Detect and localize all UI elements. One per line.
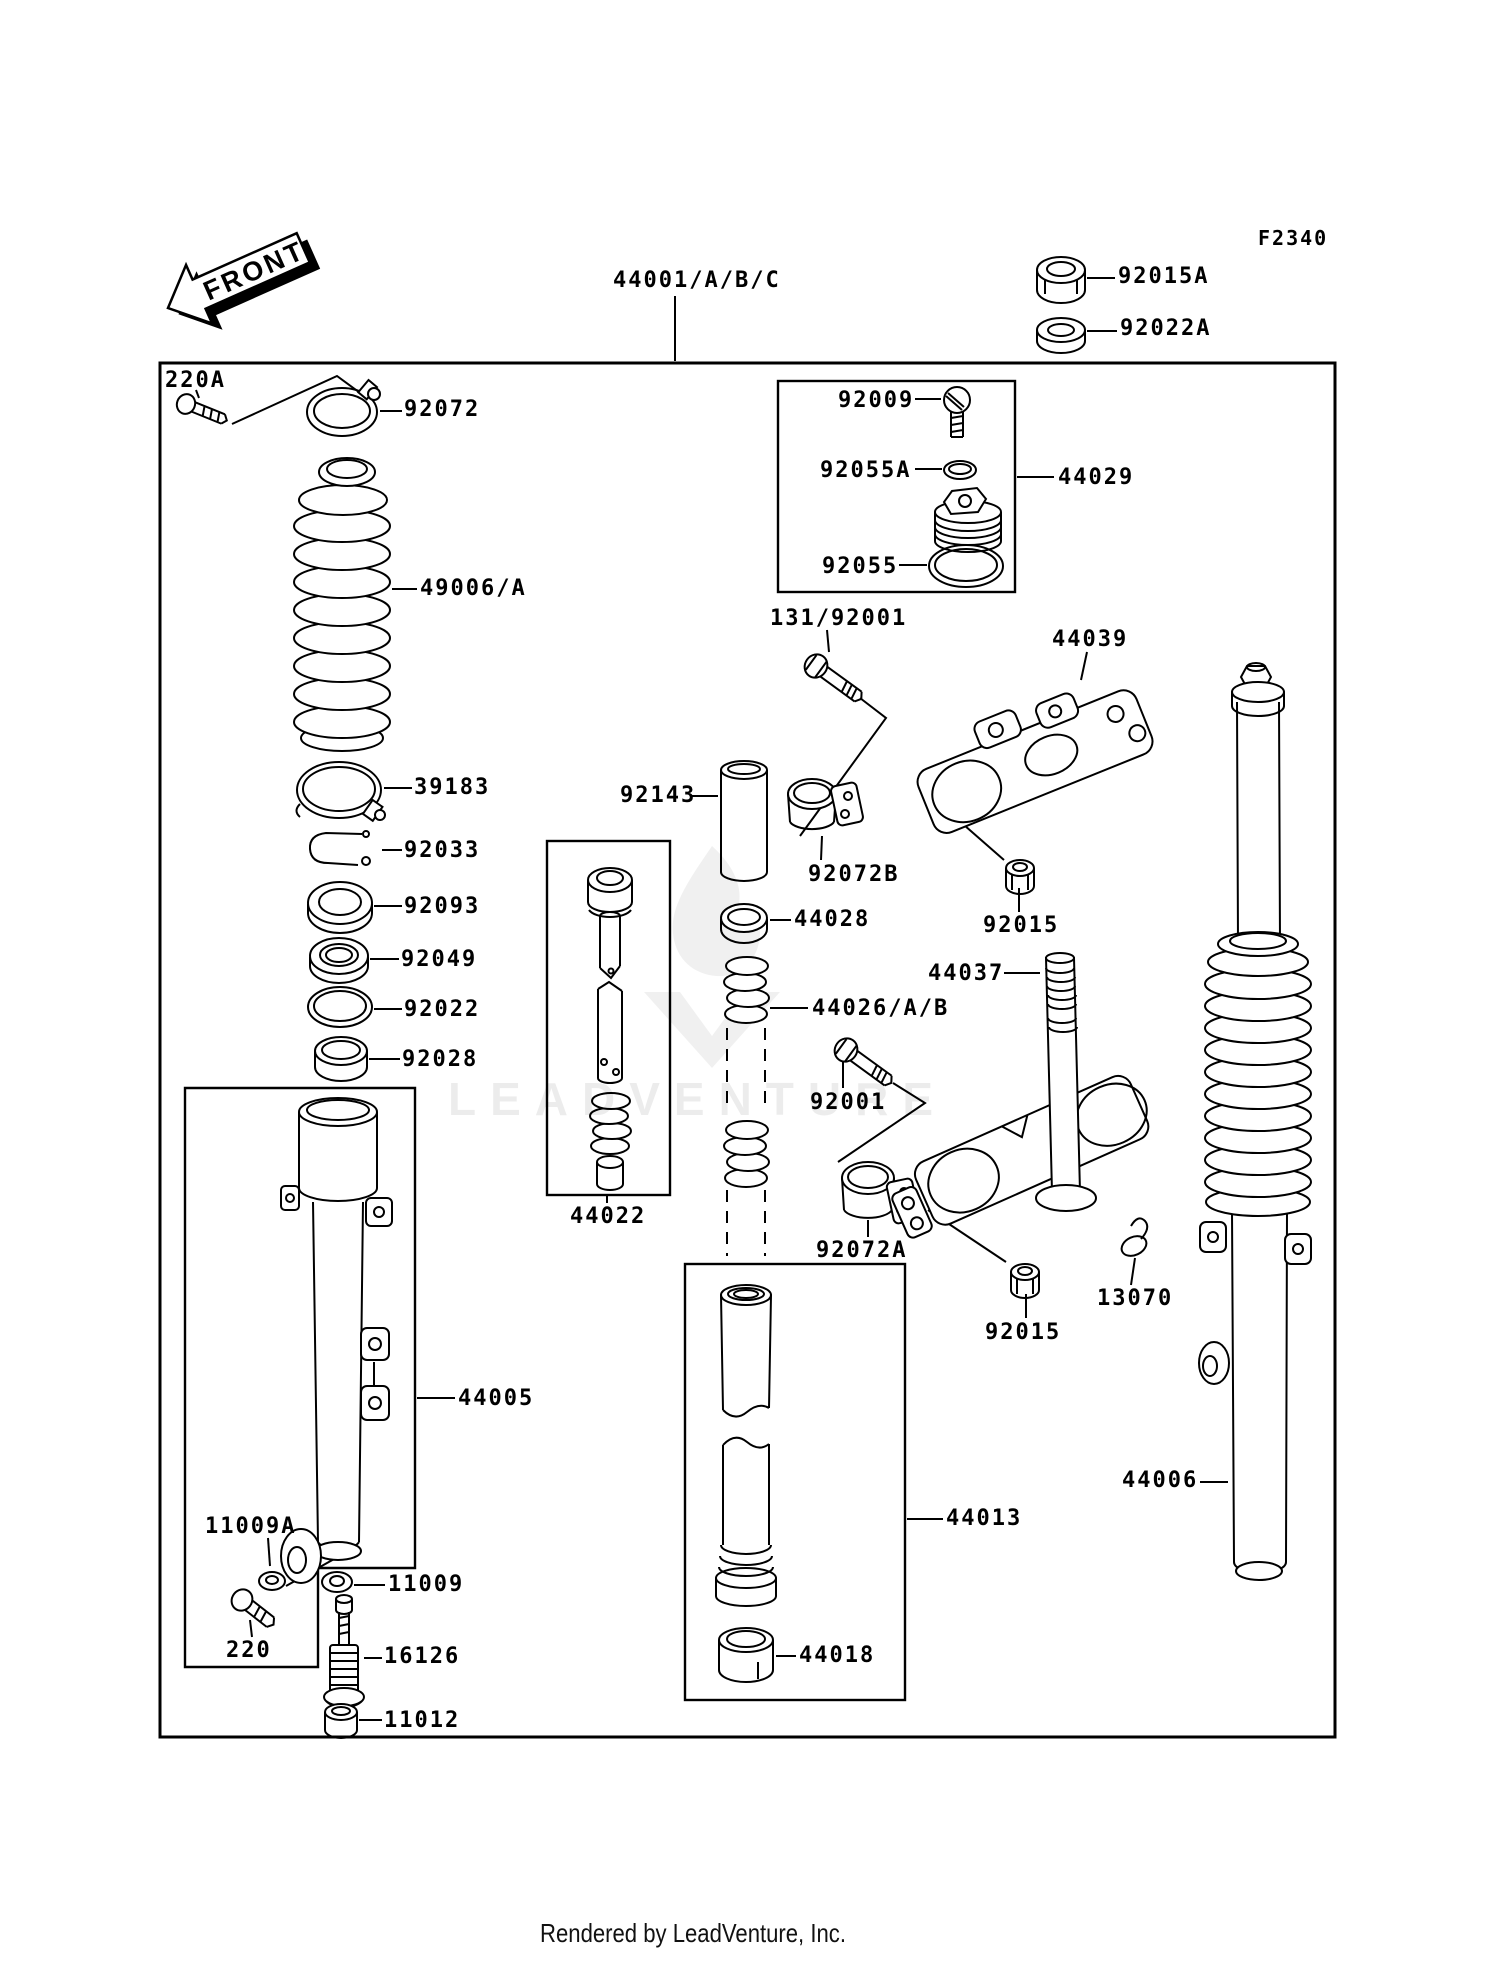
part-label-collar-pipe-92143[interactable]: 92143	[620, 783, 697, 808]
part-label-gasket-washer-11009[interactable]: 11009	[388, 1572, 465, 1597]
clamp-39183-icon	[295, 761, 386, 823]
part-label-o-ring-92055[interactable]: 92055	[822, 554, 899, 579]
lower-fork-holder-icon	[891, 1074, 1150, 1239]
part-label-washer-ring-92022[interactable]: 92022	[404, 997, 481, 1022]
nut-92015a-icon	[1036, 256, 1086, 304]
bolt-220a-icon	[175, 393, 228, 425]
part-label-bushing-44018[interactable]: 44018	[799, 1643, 876, 1668]
part-label-fork-boot-49006-a[interactable]: 49006/A	[420, 576, 527, 601]
fork-cap-plug-icon	[934, 486, 1002, 553]
part-label-ring-seat-44028[interactable]: 44028	[794, 907, 871, 932]
diagram-border	[158, 361, 1337, 1739]
part-label-nut-92015a[interactable]: 92015A	[1118, 264, 1210, 289]
nut-92015-lower-icon	[1010, 1263, 1040, 1299]
screw-92009-icon	[943, 386, 971, 438]
oil-seal-92093-icon	[307, 881, 373, 934]
part-label-outer-fork-tube-44005[interactable]: 44005	[458, 1386, 535, 1411]
part-label-nut-92015[interactable]: 92015	[985, 1320, 1062, 1345]
part-label-fork-spring-44026-a-b[interactable]: 44026/A/B	[812, 996, 950, 1021]
o-ring-92055-icon	[928, 544, 1004, 588]
collar-pipe-92143-icon	[720, 760, 768, 882]
steering-stem-44037-icon	[1035, 952, 1097, 1212]
part-label-clamp-92072b[interactable]: 92072B	[808, 862, 900, 887]
bolt-131-92001-icon	[803, 653, 863, 703]
fork-boot-49006-icon	[293, 457, 391, 752]
guide-clip-13070-icon	[1120, 1217, 1149, 1257]
outer-fork-tube-44005-icon	[280, 1097, 393, 1584]
part-label-bolt-220a[interactable]: 220A	[165, 368, 226, 393]
part-label-bolt-92001[interactable]: 92001	[810, 1090, 887, 1115]
fork-assembly-44006-icon	[1198, 662, 1312, 1581]
part-label-clamp-39183[interactable]: 39183	[414, 775, 491, 800]
assembly-number: 44001/A/B/C	[613, 268, 781, 293]
clamp-92072b-icon	[787, 778, 864, 831]
part-label-oil-seal-92049[interactable]: 92049	[401, 947, 478, 972]
washer-11009a-icon	[258, 1571, 286, 1591]
upper-fork-holder-44039-icon	[916, 689, 1154, 834]
part-label-cylinder-unit-44022[interactable]: 44022	[570, 1204, 647, 1229]
screw-220-icon	[230, 1588, 276, 1628]
part-label-screw-92009[interactable]: 92009	[838, 388, 915, 413]
o-ring-92055a-icon	[943, 460, 977, 480]
part-label-screw-220[interactable]: 220	[226, 1638, 272, 1663]
front-arrow: FRONT	[166, 231, 321, 330]
ring-seat-44028-icon	[720, 903, 768, 944]
ring-92022-icon	[307, 986, 373, 1028]
bushing-92028-icon	[314, 1036, 368, 1082]
fork-spring-44026-icon	[723, 956, 770, 1256]
part-label-bushing-92028[interactable]: 92028	[402, 1047, 479, 1072]
figure-code: F2340	[1258, 226, 1329, 250]
part-label-oil-seal-92093[interactable]: 92093	[404, 894, 481, 919]
spring-clip-92033-icon	[308, 830, 371, 866]
clamp-92072-icon	[306, 378, 381, 437]
nut-92015-upper-icon	[1005, 859, 1035, 895]
inner-fork-tube-44013-icon	[715, 1284, 777, 1607]
part-label-nut-92015[interactable]: 92015	[983, 913, 1060, 938]
part-label-o-ring-92055a[interactable]: 92055A	[820, 458, 912, 483]
part-label-clamp-92072[interactable]: 92072	[404, 397, 481, 422]
cylinder-unit-44022-icon	[587, 867, 633, 1191]
part-label-gasket-washer-11009a[interactable]: 11009A	[205, 1514, 297, 1539]
cap-11012-icon	[324, 1703, 358, 1739]
bolt-92001-icon	[833, 1037, 893, 1087]
part-label-fork-assembly-right-44006[interactable]: 44006	[1122, 1468, 1199, 1493]
washer-92022a-icon	[1036, 317, 1086, 354]
part-label-clamp-92072a[interactable]: 92072A	[816, 1238, 908, 1263]
footer-credit: Rendered by LeadVenture, Inc.	[540, 1918, 846, 1948]
part-label-valve-assembly-16126[interactable]: 16126	[384, 1644, 461, 1669]
bushing-44018-icon	[718, 1627, 774, 1683]
part-label-washer-92022a[interactable]: 92022A	[1120, 316, 1212, 341]
box-44022	[545, 839, 672, 1197]
washer-11009-icon	[321, 1571, 353, 1593]
box-44029	[776, 379, 1017, 594]
part-label-cap-11012[interactable]: 11012	[384, 1708, 461, 1733]
part-label-upper-fork-holder-44039[interactable]: 44039	[1052, 627, 1129, 652]
watermark-text: LEADVENTURE	[448, 1073, 948, 1125]
part-label-bolt-131-92001[interactable]: 131/92001	[770, 606, 908, 631]
part-label-steering-stem-44037[interactable]: 44037	[928, 961, 1005, 986]
oil-seal-92049-icon	[309, 937, 369, 984]
part-label-inner-fork-tube-44013[interactable]: 44013	[946, 1506, 1023, 1531]
box-44013	[683, 1262, 907, 1702]
part-label-spring-clip-92033[interactable]: 92033	[404, 838, 481, 863]
part-label-fork-cap-assembly-44029[interactable]: 44029	[1058, 465, 1135, 490]
valve-16126-icon	[323, 1594, 365, 1709]
part-label-guide-clip-13070[interactable]: 13070	[1097, 1286, 1174, 1311]
